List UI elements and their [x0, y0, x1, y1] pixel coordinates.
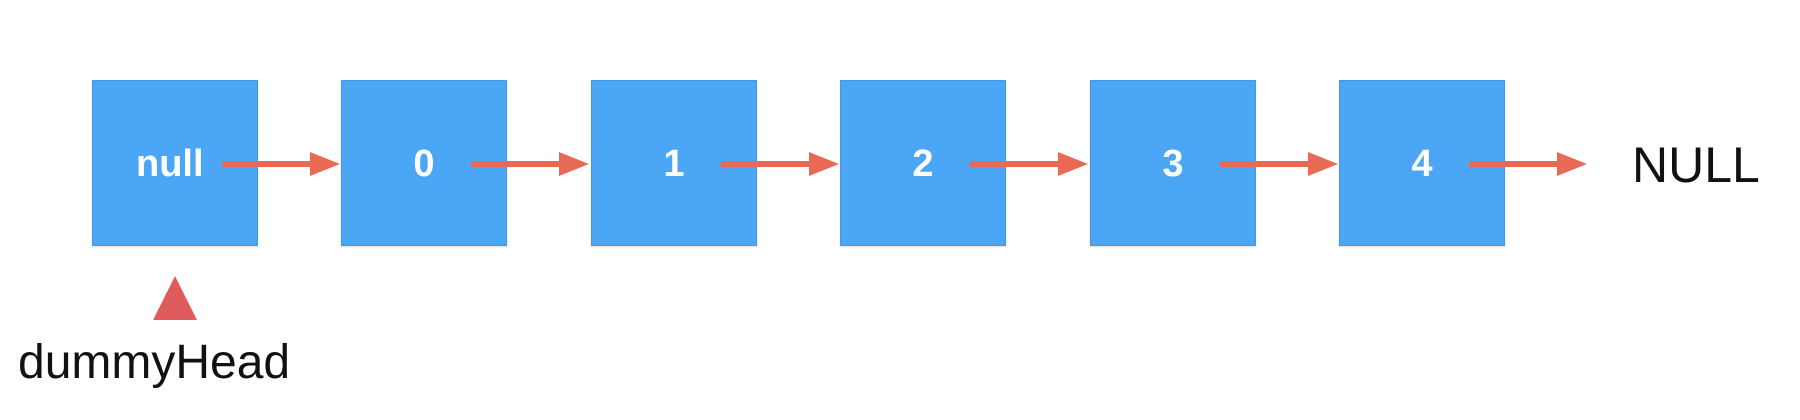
arrow-head: [809, 152, 839, 176]
node-value: null: [136, 143, 204, 185]
arrow-head: [1308, 152, 1338, 176]
arrow-head: [1557, 152, 1587, 176]
list-node: 3: [1090, 80, 1256, 246]
node-value: 0: [413, 143, 435, 185]
pointer-triangle-icon: [153, 276, 197, 320]
list-node: 4: [1339, 80, 1505, 246]
list-node: 2: [840, 80, 1006, 246]
node-value: 1: [663, 143, 685, 185]
list-node: 0: [341, 80, 507, 246]
dummy-head-node: null: [92, 80, 258, 246]
node-value: 3: [1162, 143, 1184, 185]
list-node: 1: [591, 80, 757, 246]
arrow-head: [310, 152, 340, 176]
null-terminal-label: NULL: [1632, 137, 1760, 193]
arrow-head: [1058, 152, 1088, 176]
node-value: 4: [1411, 143, 1433, 185]
dummy-head-label: dummyHead: [18, 336, 291, 389]
arrow-head: [559, 152, 589, 176]
node-value: 2: [912, 143, 934, 185]
